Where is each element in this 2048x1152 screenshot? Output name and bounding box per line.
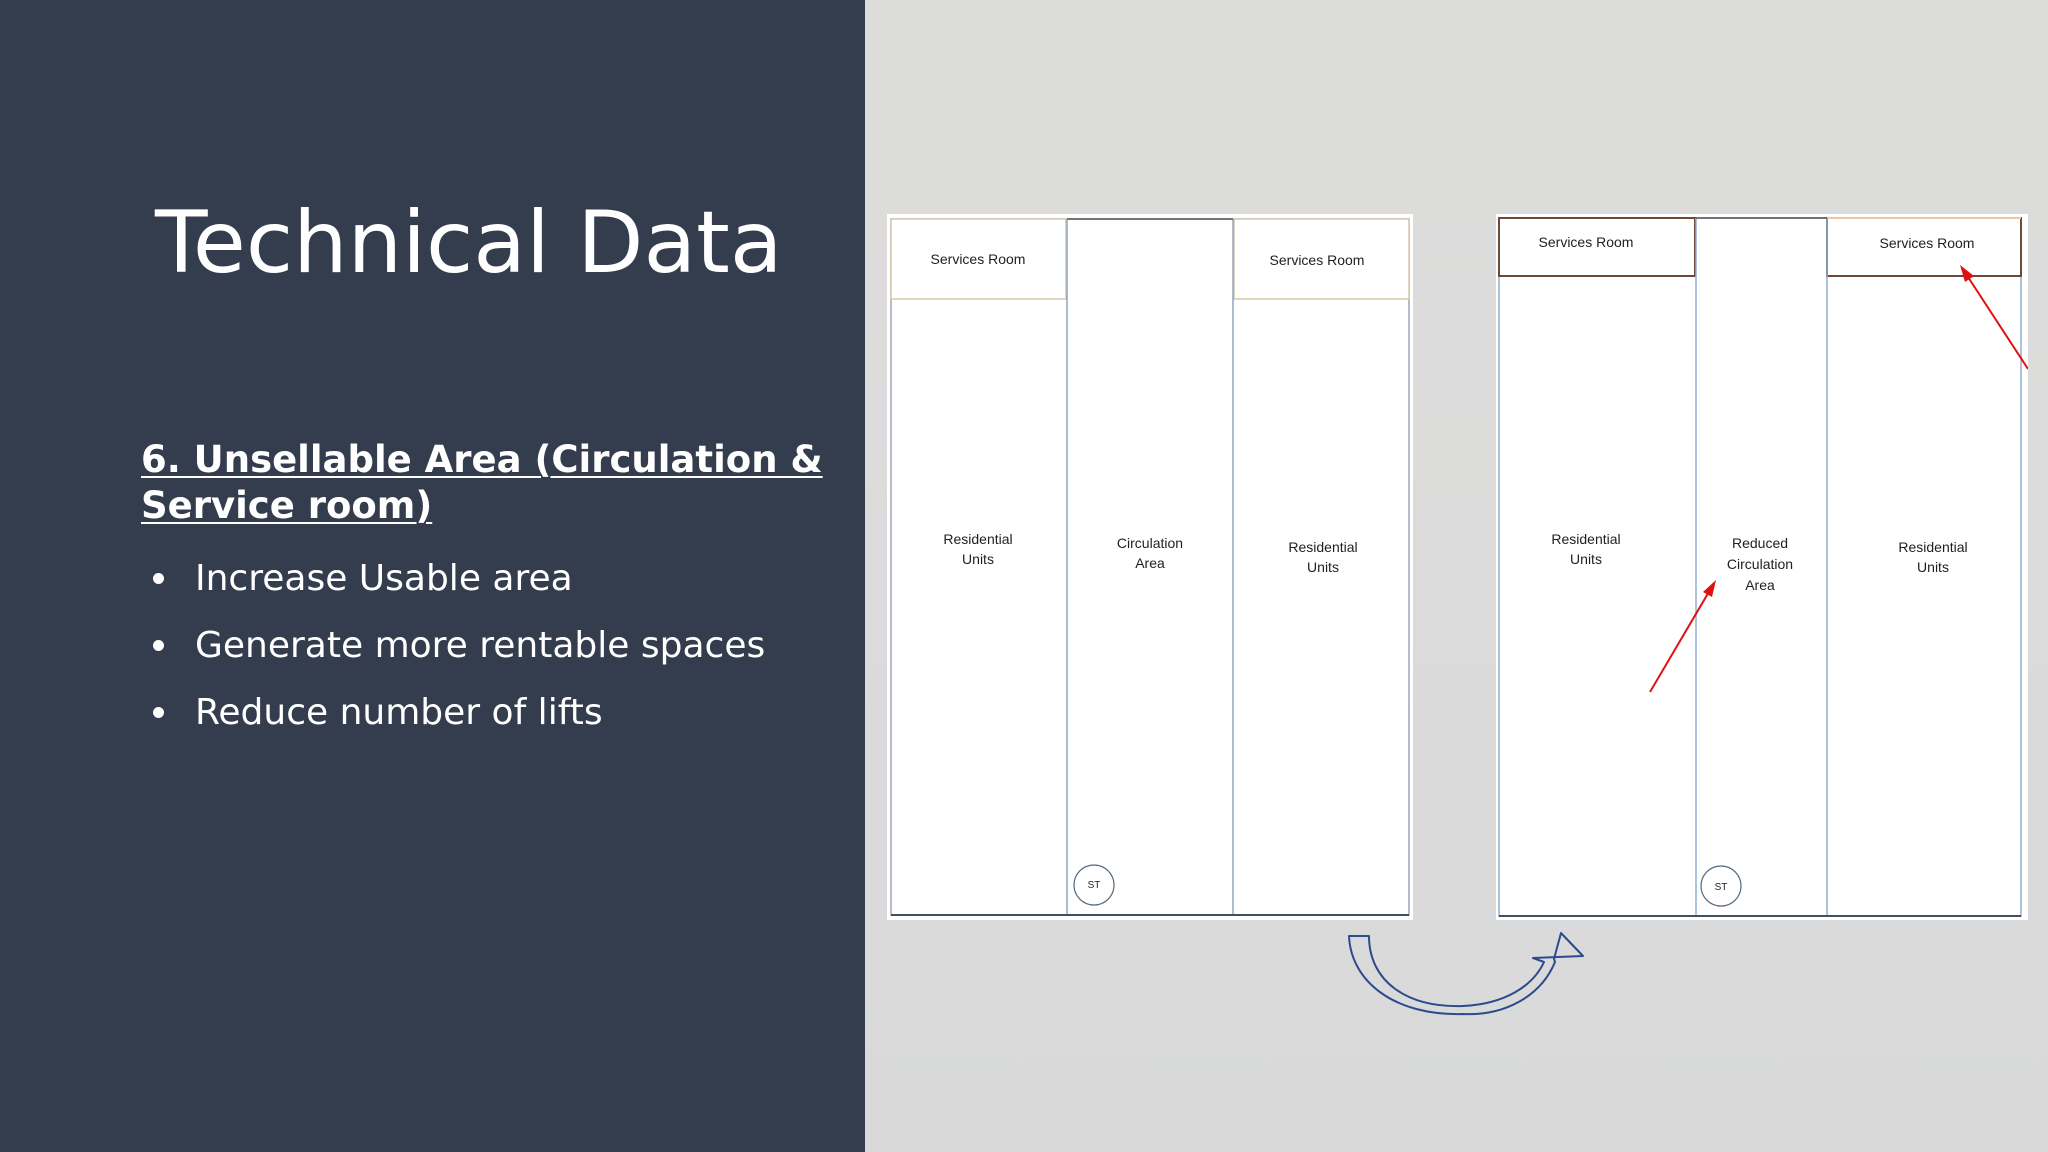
bullet-list: Increase Usable area Generate more renta… [145, 545, 765, 746]
circulation-label: Area [1135, 555, 1165, 571]
services-room-left-box [890, 218, 1067, 300]
diagram-after-svg: Services Room Services Room Residential … [1496, 214, 2028, 920]
stair-icon [1700, 865, 1742, 907]
transition-arrow [1345, 930, 1595, 1020]
curved-arrow-icon [1348, 932, 1584, 1016]
diagram-after: Services Room Services Room Residential … [1496, 214, 2028, 920]
services-room-right-label: Services Room [1880, 235, 1975, 251]
services-room-right-label: Services Room [1270, 252, 1365, 268]
red-arrowhead-icon [1703, 580, 1716, 597]
services-room-left-box [1498, 217, 1696, 277]
bullet-text: Generate more rentable spaces [195, 625, 766, 666]
stair-label: ST [1088, 880, 1101, 891]
stair-icon [1073, 864, 1115, 906]
circulation-label: Reduced [1732, 535, 1788, 551]
services-room-left-label: Services Room [1539, 234, 1634, 250]
bullet-text: Increase Usable area [195, 558, 573, 599]
bullet-item: Generate more rentable spaces [145, 612, 765, 679]
left-panel [0, 0, 865, 1152]
red-arrowhead-icon [1960, 265, 1974, 282]
circulation-label: Area [1745, 577, 1775, 593]
section-heading-line-1: 6. Unsellable Area (Circulation & [141, 438, 823, 481]
red-pointer-arrow-line [1649, 589, 1711, 693]
bullet-dot-icon [153, 573, 164, 584]
residential-left-label: Units [1570, 551, 1602, 567]
diagram-after-frame [1498, 217, 2022, 917]
circulation-label: Circulation [1727, 556, 1793, 572]
diagram-before: Services Room Services Room Residential … [887, 214, 1413, 920]
residential-left-label: Residential [943, 531, 1012, 547]
stair-label: ST [1715, 882, 1728, 893]
bullet-dot-icon [153, 707, 164, 718]
circulation-label: Circulation [1117, 535, 1183, 551]
residential-left-label: Residential [1551, 531, 1620, 547]
residential-right-label: Units [1307, 559, 1339, 575]
diagram-before-svg: Services Room Services Room Residential … [887, 214, 1413, 920]
section-heading: 6. Unsellable Area (Circulation & Servic… [141, 437, 841, 529]
diagram-before-frame [890, 218, 1410, 916]
section-heading-line-2: Service room) [141, 484, 433, 527]
residential-left-label: Units [962, 551, 994, 567]
services-room-left-label: Services Room [931, 251, 1026, 267]
residential-right-label: Units [1917, 559, 1949, 575]
bullet-dot-icon [153, 640, 164, 651]
transition-arrow-svg [1348, 932, 1584, 1016]
bullet-item: Increase Usable area [145, 545, 765, 612]
bullet-item: Reduce number of lifts [145, 679, 765, 746]
services-room-right-box [1233, 218, 1410, 300]
residential-right-label: Residential [1898, 539, 1967, 555]
bullet-text: Reduce number of lifts [195, 692, 603, 733]
slide-title: Technical Data [155, 193, 783, 293]
red-pointer-arrow-line [1967, 276, 2028, 370]
residential-right-label: Residential [1288, 539, 1357, 555]
